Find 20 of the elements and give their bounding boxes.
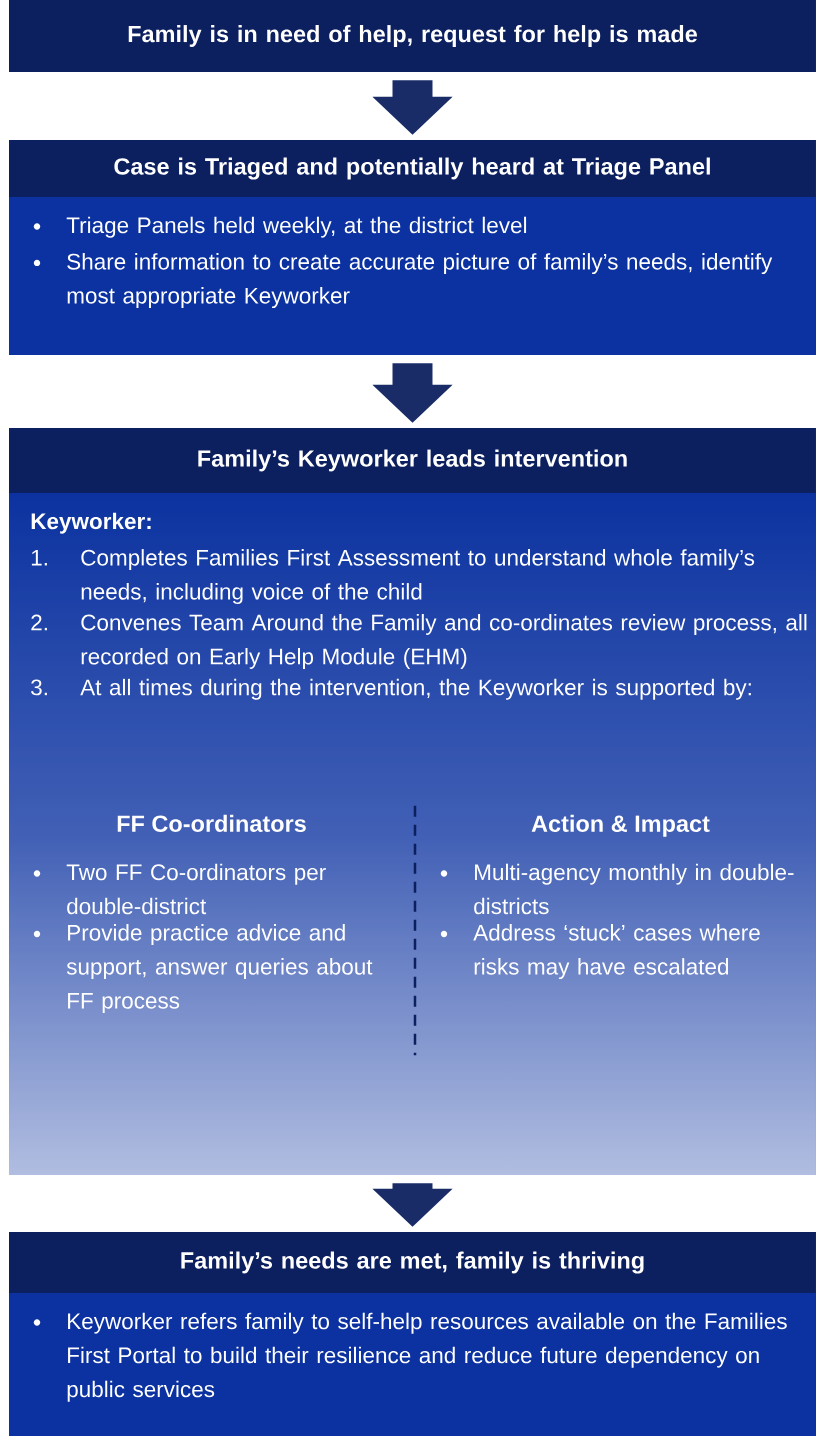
bullet-item: Share information to create accurate picture of family’s needs, identify most appropriate Keyworker — [33, 253, 773, 309]
list-number: 1. — [31, 549, 47, 566]
list-item: Convenes Team Around the Family and co-ordinates review process, all recorded on Early Help Module (EHM) — [81, 613, 807, 669]
bullet-item: Multi-agency monthly in double-districts — [440, 863, 794, 915]
heading: Case is Triaged and potentially heard at Triage Panel — [114, 157, 710, 180]
list-item: Completes Families First Assessment to understand whole family’s needs, including voice of the child — [81, 549, 755, 605]
list-number: 3. — [31, 679, 47, 696]
list-item: At all times during the intervention, the Keyworker is supported by: — [80, 678, 751, 700]
bullet-item: Triage Panels held weekly, at the district level — [33, 216, 527, 238]
bullet-item: Two FF Co-ordinators per double-district — [33, 863, 326, 915]
bullet-item: Keyworker refers family to self-help resources available on the Families First Portal to build their resilience and reduce future dependency on public services — [33, 1312, 787, 1402]
list-number: 2. — [31, 614, 47, 631]
column-heading: Action & Impact — [531, 814, 710, 837]
heading: Family’s Keyworker leads intervention — [198, 449, 627, 472]
subheading: Keyworker: — [31, 512, 151, 534]
column-heading: FF Co-ordinators — [117, 814, 306, 833]
header-band: Family is in need of help, request for help is made — [9, 0, 816, 72]
heading: Family’s needs are met, family is thriving — [181, 1251, 644, 1274]
bullet-item: Provide practice advice and support, answer queries about FF process — [33, 924, 373, 1014]
bullet-item: Address ‘stuck’ cases where risks may have escalated — [440, 924, 760, 980]
